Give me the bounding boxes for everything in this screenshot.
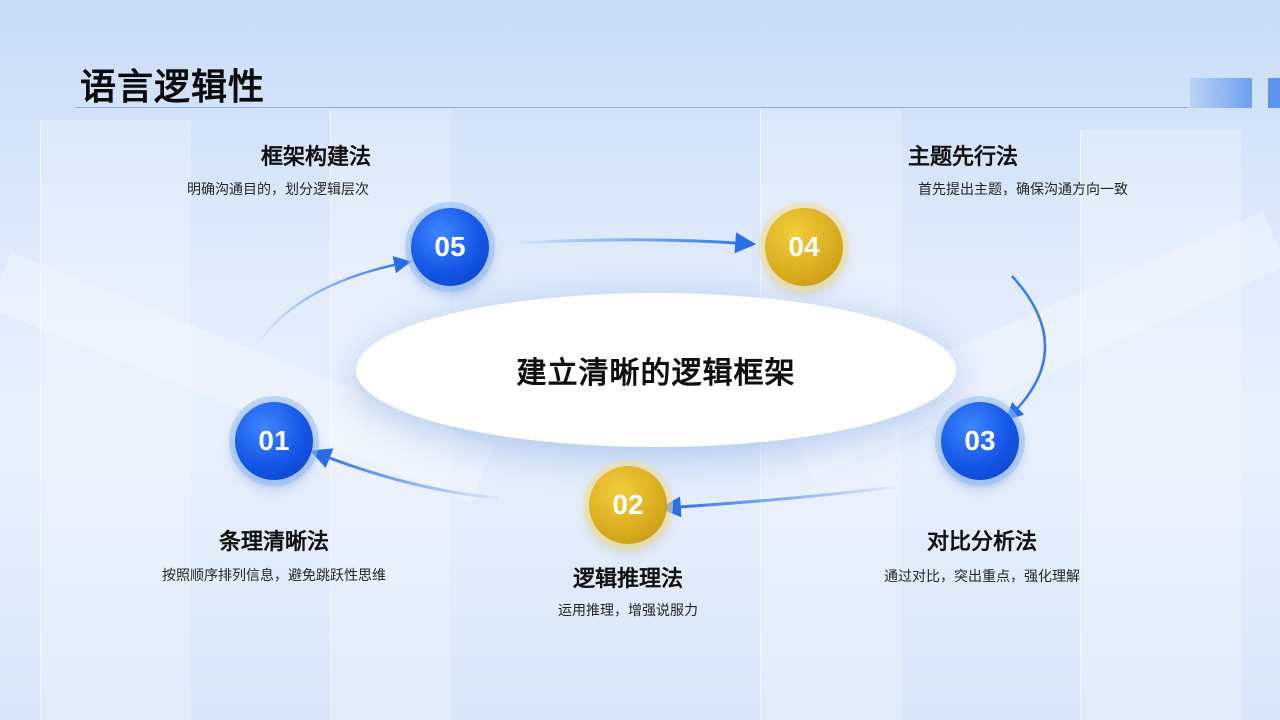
step-02-description: 运用推理，增强说服力: [558, 603, 698, 619]
step-03-title: 对比分析法: [926, 530, 1038, 555]
arrow-05-to-04: [519, 232, 757, 254]
step-01-number-badge: 01: [235, 402, 313, 480]
step-03-number-badge: 03: [941, 402, 1019, 480]
header-decoration: [1268, 78, 1280, 108]
step-03-description: 通过对比，突出重点，强化理解: [884, 569, 1080, 585]
page-title: 语言逻辑性: [80, 67, 266, 108]
step-04-description: 首先提出主题，确保沟通方向一致: [918, 182, 1128, 198]
center-label: 建立清晰的逻辑框架: [356, 293, 956, 447]
step-05-number-badge: 05: [411, 208, 489, 286]
arrow-03-to-02: [659, 485, 896, 518]
arrow-04-to-03: [1005, 275, 1047, 421]
step-04-title: 主题先行法: [907, 145, 1019, 170]
background-glass-panel: [40, 120, 191, 720]
arrow-02-to-01: [310, 448, 499, 500]
header-decoration: [1190, 78, 1252, 108]
arrow-01-to-05: [261, 256, 412, 339]
step-01-title: 条理清晰法: [218, 530, 330, 555]
step-02-title: 逻辑推理法: [572, 567, 684, 592]
step-04-number-badge: 04: [765, 208, 843, 286]
step-05-title: 框架构建法: [260, 145, 372, 170]
step-02-number-badge: 02: [589, 466, 667, 544]
background-glass-panel: [1080, 130, 1241, 720]
title-divider: [76, 107, 1188, 108]
step-01-description: 按照顺序排列信息，避免跳跃性思维: [162, 568, 386, 584]
step-05-description: 明确沟通目的，划分逻辑层次: [187, 182, 369, 198]
